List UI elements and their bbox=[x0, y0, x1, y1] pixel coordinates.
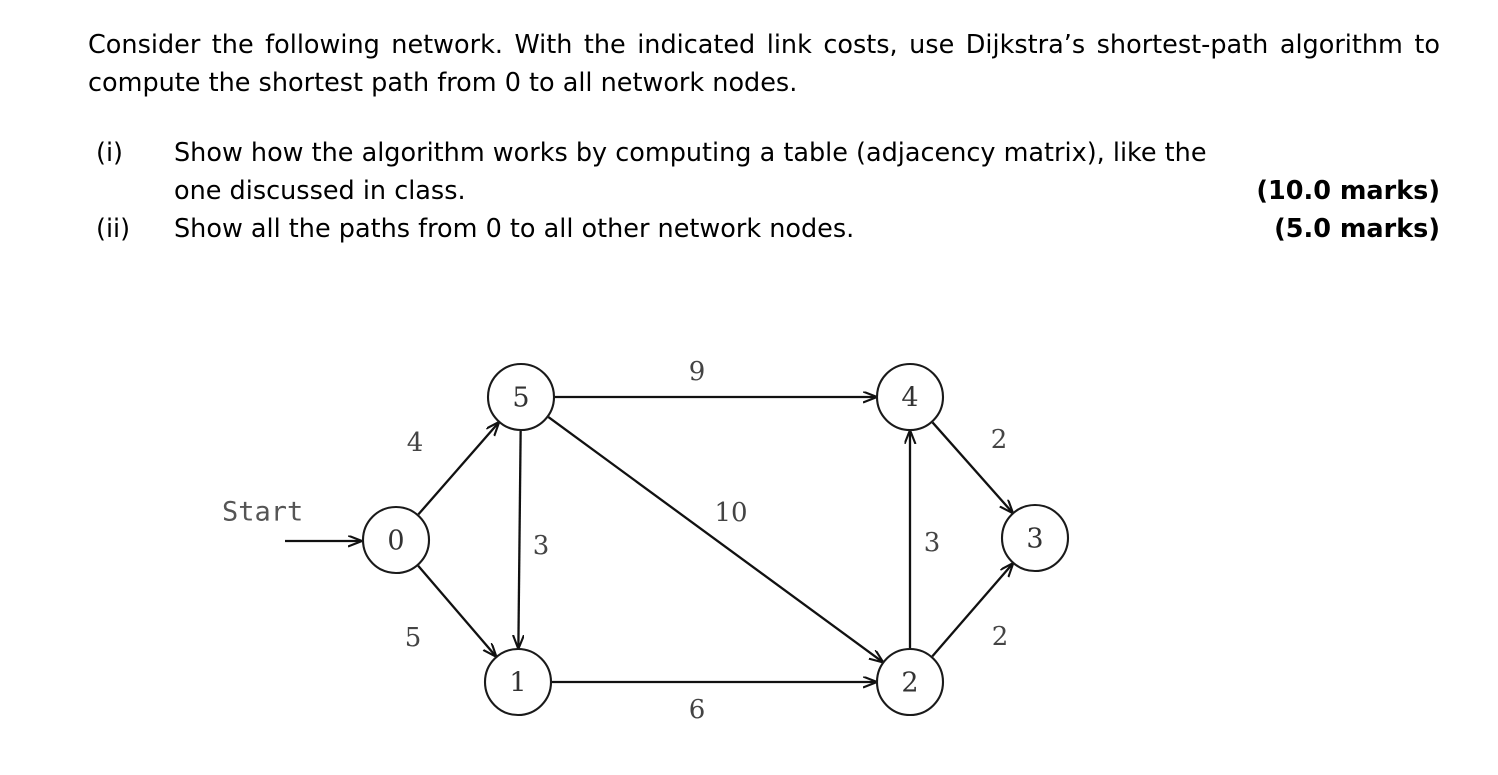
part-i-line2-row: one discussed in class. (10.0 marks) bbox=[174, 172, 1440, 210]
edge-weight-0-1: 5 bbox=[405, 623, 422, 653]
nodes-layer: 0 5 4 3 1 2 bbox=[361, 362, 1070, 717]
node-circle-2[interactable] bbox=[875, 647, 945, 717]
edge-weight-1-2: 6 bbox=[689, 695, 706, 725]
part-i-line1: Show how the algorithm works by computin… bbox=[174, 138, 1207, 168]
graph-node-2[interactable]: 2 bbox=[875, 647, 945, 717]
start-label: Start bbox=[222, 497, 303, 528]
node-label-5: 5 bbox=[512, 383, 529, 414]
graph-node-4[interactable]: 4 bbox=[875, 362, 945, 432]
part-i-marks: (10.0 marks) bbox=[1256, 176, 1440, 206]
graph-node-5[interactable]: 5 bbox=[486, 362, 556, 432]
edge-weight-2-3: 2 bbox=[992, 622, 1009, 652]
part-ii-marks: (5.0 marks) bbox=[1274, 214, 1440, 244]
graph-node-0[interactable]: 0 bbox=[361, 505, 431, 575]
node-label-4: 4 bbox=[901, 383, 918, 414]
node-circle-3[interactable] bbox=[1000, 503, 1070, 573]
edge-weight-4-3: 2 bbox=[991, 425, 1008, 455]
part-marker-ii: (ii) bbox=[96, 214, 131, 244]
node-circle-0[interactable] bbox=[361, 505, 431, 575]
graph-node-1[interactable]: 1 bbox=[483, 647, 553, 717]
edges-layer bbox=[417, 397, 1013, 682]
part-body-ii: Show all the paths from 0 to all other n… bbox=[174, 210, 1440, 248]
question-block: Consider the following network. With the… bbox=[88, 26, 1440, 248]
question-part-ii: (ii) Show all the paths from 0 to all ot… bbox=[88, 210, 1440, 248]
network-graph-svg: Start 4 5 9 3 10 6 3 2 2 0 5 4 3 1 2 bbox=[222, 357, 1070, 725]
node-circle-4[interactable] bbox=[875, 362, 945, 432]
node-circle-5[interactable] bbox=[486, 362, 556, 432]
intro-paragraph: Consider the following network. With the… bbox=[88, 30, 1440, 98]
node-label-0: 0 bbox=[387, 526, 404, 557]
edge-weight-0-5: 4 bbox=[407, 428, 424, 458]
edge-2-to-3 bbox=[931, 564, 1012, 658]
edge-4-to-3 bbox=[931, 421, 1013, 512]
part-ii-line1: Show all the paths from 0 to all other n… bbox=[174, 214, 855, 244]
edge-0-to-5 bbox=[417, 423, 498, 516]
node-circle-1[interactable] bbox=[483, 647, 553, 717]
graph-node-3[interactable]: 3 bbox=[1000, 503, 1070, 573]
part-i-line2: one discussed in class. bbox=[174, 176, 466, 206]
network-graph-figure: Start 4 5 9 3 10 6 3 2 2 0 5 4 3 1 2 bbox=[0, 300, 1498, 770]
edge-weight-5-4: 9 bbox=[689, 357, 706, 387]
node-label-1: 1 bbox=[509, 668, 526, 699]
node-label-3: 3 bbox=[1026, 524, 1043, 555]
start-arrow-group: Start bbox=[222, 497, 361, 542]
edge-weights-layer: 4 5 9 3 10 6 3 2 2 bbox=[405, 357, 1009, 725]
parts-list: (i) Show how the algorithm works by comp… bbox=[88, 134, 1440, 248]
edge-weight-5-1: 3 bbox=[533, 531, 550, 561]
question-part-i: (i) Show how the algorithm works by comp… bbox=[88, 134, 1440, 210]
edge-5-to-1 bbox=[518, 430, 520, 648]
node-label-2: 2 bbox=[901, 668, 918, 699]
edge-0-to-1 bbox=[417, 565, 496, 656]
edge-5-to-2 bbox=[547, 416, 882, 662]
edge-weight-5-2: 10 bbox=[714, 498, 747, 528]
part-body-i: Show how the algorithm works by computin… bbox=[174, 134, 1440, 210]
part-marker-i: (i) bbox=[96, 138, 123, 168]
edge-weight-2-4: 3 bbox=[924, 528, 941, 558]
part-ii-line-row: Show all the paths from 0 to all other n… bbox=[174, 210, 1440, 248]
